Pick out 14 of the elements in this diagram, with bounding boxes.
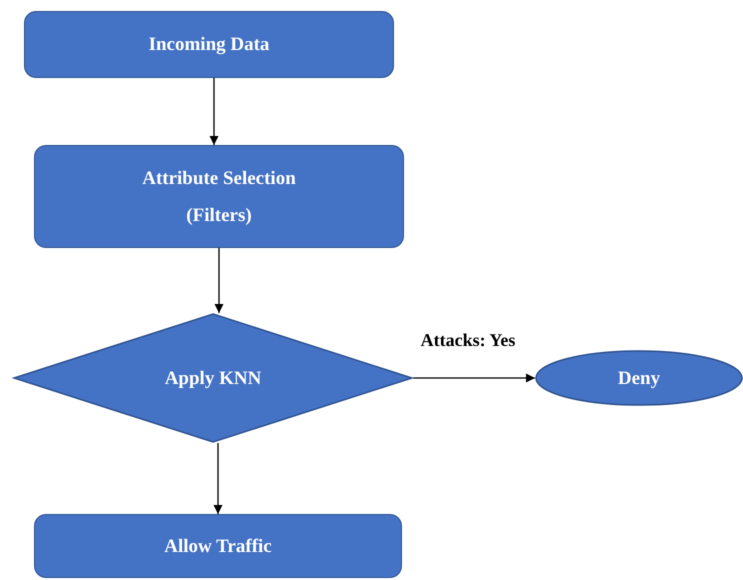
- arrow: [209, 78, 219, 145]
- node-label: Deny: [618, 366, 660, 390]
- arrow: [213, 443, 223, 514]
- node-label: Allow Traffic: [164, 534, 272, 558]
- node-label: Apply KNN: [164, 366, 262, 390]
- arrow: [413, 373, 535, 383]
- process-box: [34, 145, 404, 248]
- process-box: [24, 11, 394, 78]
- node-label: Attribute Selection (Filters): [141, 166, 297, 228]
- terminal-ellipse: [535, 350, 743, 406]
- decision-diamond: [13, 313, 413, 443]
- process-box: [34, 514, 402, 578]
- node-label: Incoming Data: [148, 33, 270, 57]
- arrow: [214, 248, 224, 313]
